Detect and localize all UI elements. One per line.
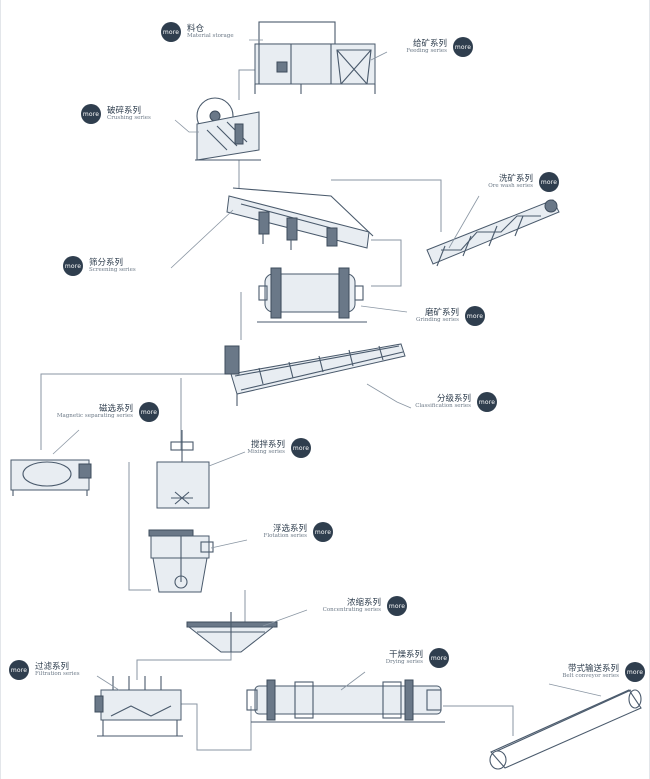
mixing-label-en: Mixing series <box>247 448 285 455</box>
flotation-machine <box>148 529 214 593</box>
grinding-label-en: Grinding series <box>416 316 459 323</box>
crusher-label-zh: 破碎系列 <box>107 105 142 116</box>
flotation-label-zh: 浮选系列 <box>272 523 307 534</box>
more-button[interactable]: more <box>63 256 83 276</box>
classifying-label-en: Classification series <box>415 402 471 409</box>
conveyor-label-en: Belt conveyor series <box>562 672 619 679</box>
screening-machine <box>226 187 374 250</box>
drying-label-zh: 干燥系列 <box>388 649 423 660</box>
magnetic-label-zh: 磁选系列 <box>98 403 133 414</box>
conveyor-machine <box>489 689 642 770</box>
crusher-machine <box>195 97 261 161</box>
flow-lines <box>40 69 514 751</box>
thickening-machine <box>186 612 278 653</box>
more-button[interactable]: more <box>539 172 559 192</box>
more-button[interactable]: more <box>161 22 181 42</box>
screening-label-zh: 筛分系列 <box>89 257 124 268</box>
more-button[interactable]: more <box>387 596 407 616</box>
more-button[interactable]: more <box>465 306 485 326</box>
filtering-machine <box>94 676 183 737</box>
feeder-machine <box>254 21 376 94</box>
more-button[interactable]: more <box>477 392 497 412</box>
feeder-label-zh: 料仓 <box>187 23 205 34</box>
feeder-label-en: Material storage <box>187 32 234 39</box>
grinding-machine <box>257 267 367 323</box>
classifying-label-zh: 分级系列 <box>436 393 471 404</box>
drying-label-en: Drying series <box>385 658 423 665</box>
crusher-label-en: Crushing series <box>107 114 151 121</box>
thickening-label-en: Concentrating series <box>322 606 381 613</box>
filtering-label-zh: 过滤系列 <box>35 661 70 672</box>
sand-washing-label-zh: 洗矿系列 <box>498 173 533 184</box>
filtering-label-en: Filtration series <box>35 670 80 677</box>
vibrating-feeder-label-zh: 给矿系列 <box>412 38 447 49</box>
magnetic-machine <box>10 459 92 496</box>
more-button[interactable]: more <box>313 522 333 542</box>
mixing-machine <box>156 430 210 509</box>
classifying-machine <box>224 343 406 406</box>
conveyor-label-zh: 带式输送系列 <box>567 663 619 674</box>
more-button[interactable]: more <box>139 402 159 422</box>
more-button[interactable]: more <box>291 438 311 458</box>
sand-washing-label-en: Ore wash series <box>488 182 533 189</box>
flotation-label-en: Flotation series <box>263 532 308 539</box>
label-leaders <box>52 39 602 697</box>
more-button[interactable]: more <box>453 37 473 57</box>
screening-label-en: Screening series <box>89 266 136 273</box>
more-button[interactable]: more <box>625 662 645 682</box>
vibrating-feeder-label-en: Feeding series <box>406 47 447 54</box>
thickening-label-zh: 浓缩系列 <box>346 597 381 608</box>
magnetic-label-en: Magnetic separating series <box>56 412 133 419</box>
grinding-label-zh: 磨矿系列 <box>424 307 459 318</box>
more-button[interactable]: more <box>429 648 449 668</box>
more-button[interactable]: more <box>81 104 101 124</box>
mixing-label-zh: 搅拌系列 <box>250 439 285 450</box>
more-button[interactable]: more <box>9 660 29 680</box>
drying-machine <box>246 679 445 723</box>
sand-washing-machine <box>426 199 560 267</box>
